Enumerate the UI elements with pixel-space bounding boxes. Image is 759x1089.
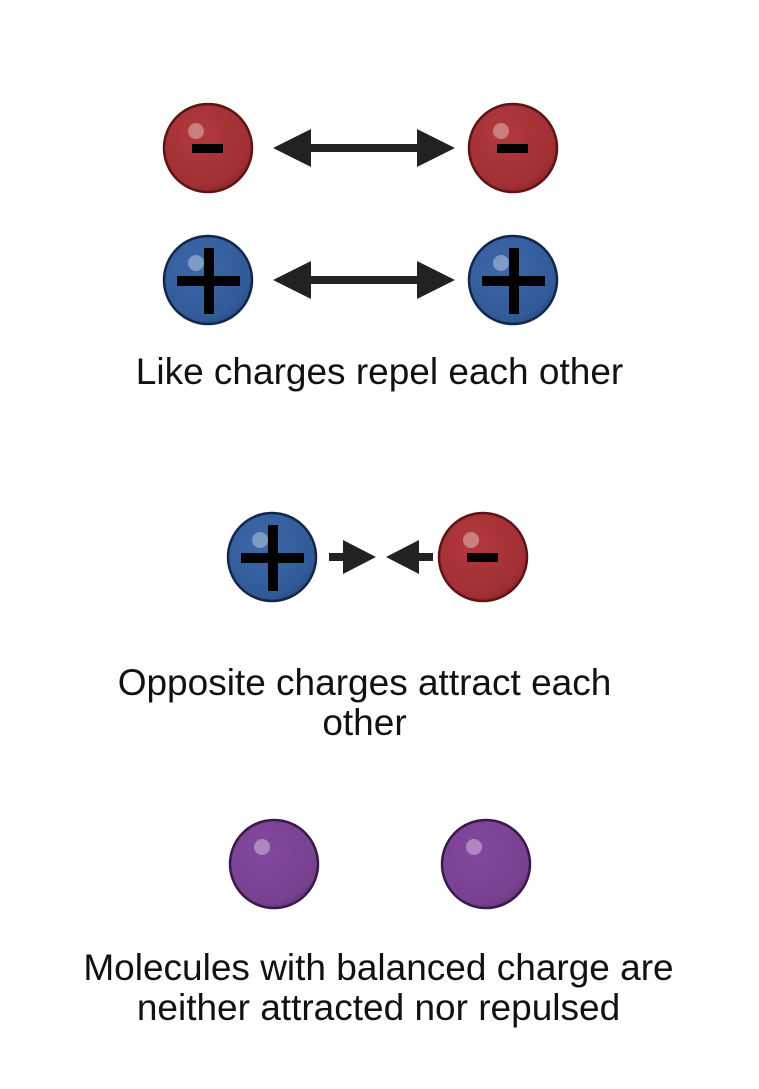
balanced-charge-caption-line2: neither attracted nor repulsed xyxy=(136,987,621,1028)
balanced-charge-caption-line1: Molecules with balanced charge are xyxy=(83,947,674,988)
neutral-molecule-icon xyxy=(440,818,532,910)
highlight xyxy=(188,123,204,139)
plus-sign-icon xyxy=(509,248,519,314)
attract-arrow-right-icon xyxy=(329,540,376,574)
highlight xyxy=(252,532,268,548)
highlight xyxy=(463,532,479,548)
minus-sign-icon xyxy=(467,553,498,562)
highlight xyxy=(493,123,509,139)
like-charges-caption: Like charges repel each other xyxy=(135,351,624,392)
plus-sign-icon xyxy=(204,248,214,314)
minus-sign-icon xyxy=(192,144,223,153)
highlight xyxy=(493,255,509,271)
highlight xyxy=(188,255,204,271)
opposite-charges-caption-line1: Opposite charges attract each xyxy=(117,662,612,703)
plus-sign-icon xyxy=(268,525,278,591)
repel-arrow-icon xyxy=(273,129,455,167)
highlight xyxy=(466,839,482,855)
minus-sign-icon xyxy=(497,144,528,153)
attract-arrow-left-icon xyxy=(386,540,433,574)
opposite-charges-caption-line2: other xyxy=(322,702,407,743)
repel-arrow-icon xyxy=(273,261,455,299)
neutral-molecule-icon xyxy=(228,818,320,910)
highlight xyxy=(254,839,270,855)
